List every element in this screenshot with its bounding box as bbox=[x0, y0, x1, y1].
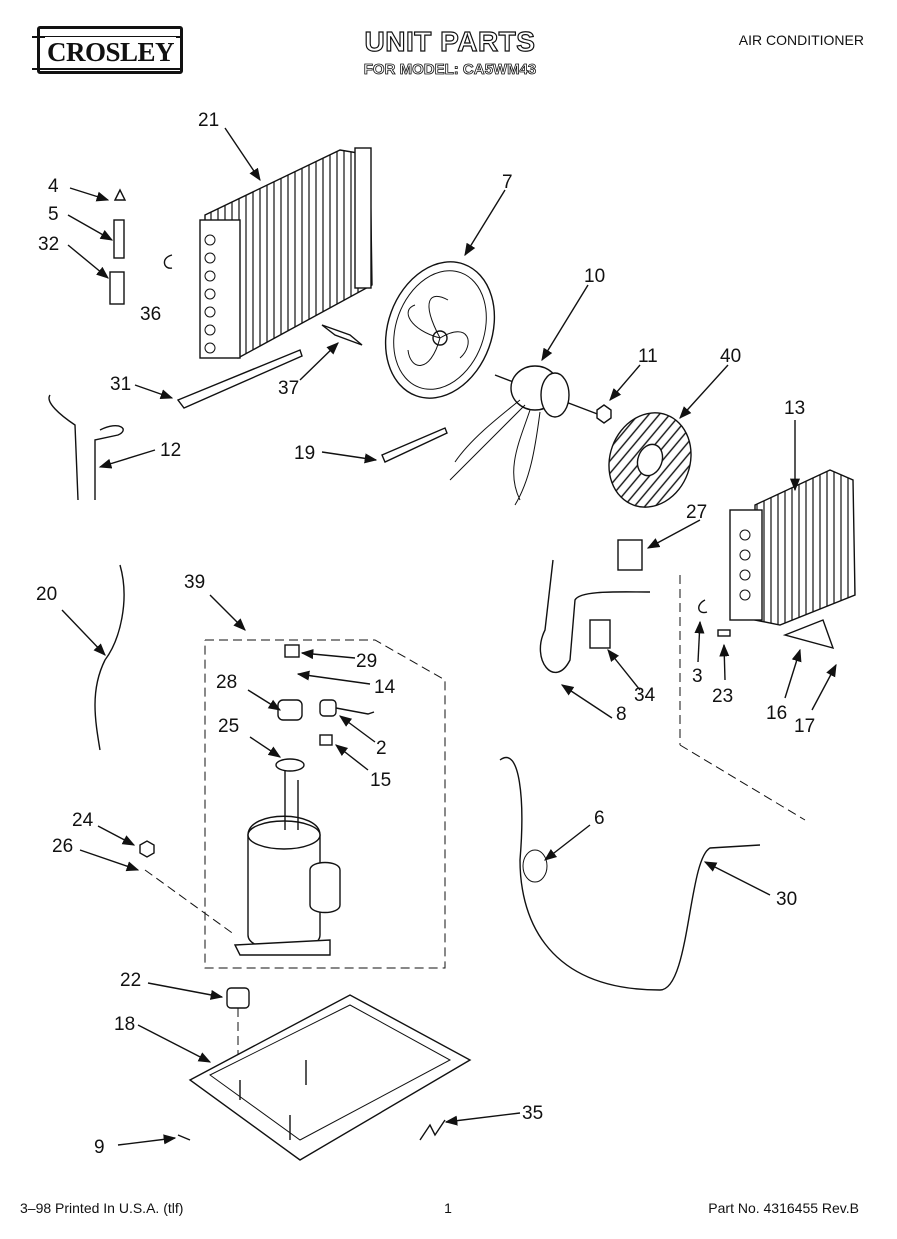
mounting-plate bbox=[275, 758, 305, 772]
mount-grommet bbox=[226, 987, 250, 1009]
drain-hose bbox=[48, 394, 124, 501]
compressor-group-box bbox=[204, 639, 446, 969]
callout-36: 36 bbox=[140, 304, 161, 325]
condenser-coil bbox=[199, 147, 373, 359]
callout-23: 23 bbox=[712, 686, 733, 707]
filter-pad bbox=[617, 539, 643, 571]
spring-clip bbox=[698, 599, 708, 614]
callout-24: 24 bbox=[72, 810, 94, 831]
heater-rod bbox=[176, 349, 303, 409]
callout-3: 3 bbox=[692, 666, 703, 687]
callout-39: 39 bbox=[184, 572, 205, 593]
page-title: UNIT PARTS bbox=[364, 25, 536, 57]
callout-15: 15 bbox=[370, 770, 391, 791]
callout-26: 26 bbox=[52, 836, 73, 857]
callout-13: 13 bbox=[784, 398, 805, 419]
callout-6: 6 bbox=[594, 808, 605, 829]
nut-24 bbox=[139, 840, 155, 858]
callout-10: 10 bbox=[584, 266, 605, 287]
footer-page-number: 1 bbox=[444, 1200, 452, 1216]
callout-27: 27 bbox=[686, 502, 707, 523]
callout-12: 12 bbox=[160, 440, 181, 461]
callout-20: 20 bbox=[36, 584, 57, 605]
model-line: FOR MODEL: CA5WM43 bbox=[363, 61, 537, 79]
leader-arrows bbox=[61, 127, 837, 1146]
overload-cap bbox=[284, 644, 300, 658]
fan-motor bbox=[449, 365, 601, 506]
grommet-ring bbox=[522, 849, 548, 883]
capillary-tube bbox=[539, 559, 651, 674]
clip bbox=[163, 254, 173, 269]
callout-31: 31 bbox=[110, 374, 131, 395]
callout-25: 25 bbox=[218, 716, 239, 737]
callout-17: 17 bbox=[794, 716, 815, 737]
evaporator-coil bbox=[729, 469, 856, 626]
callout-28: 28 bbox=[216, 672, 237, 693]
callout-9: 9 bbox=[94, 1137, 105, 1158]
drain-clip bbox=[419, 1119, 446, 1141]
compressor bbox=[233, 770, 341, 956]
nut bbox=[596, 404, 612, 424]
callout-34: 34 bbox=[634, 685, 656, 706]
wire-harness bbox=[94, 564, 125, 751]
footer-print-info: 3–98 Printed In U.S.A. (tlf) bbox=[20, 1200, 184, 1216]
callout-21: 21 bbox=[198, 110, 219, 131]
bushing bbox=[319, 734, 333, 746]
callout-8: 8 bbox=[616, 704, 627, 725]
callout-32: 32 bbox=[38, 234, 59, 255]
callout-14: 14 bbox=[374, 677, 396, 698]
callout-29: 29 bbox=[356, 651, 377, 672]
grommet bbox=[782, 619, 835, 650]
callout-4: 4 bbox=[48, 176, 59, 197]
suction-tube bbox=[499, 756, 761, 991]
callout-22: 22 bbox=[120, 970, 141, 991]
callout-30: 30 bbox=[776, 889, 797, 910]
callout-18: 18 bbox=[114, 1014, 135, 1035]
callout-2: 2 bbox=[376, 738, 387, 759]
bracket bbox=[321, 324, 363, 346]
callout-5: 5 bbox=[48, 204, 59, 225]
callout-19: 19 bbox=[294, 443, 315, 464]
callout-40: 40 bbox=[720, 346, 741, 367]
cushion-pad bbox=[589, 619, 611, 649]
callout-11: 11 bbox=[638, 346, 658, 367]
footer-part-number: Part No. 4316455 Rev.B bbox=[708, 1200, 859, 1216]
capillary-sleeve bbox=[113, 219, 125, 259]
fan-shroud bbox=[384, 261, 496, 399]
relay bbox=[319, 699, 337, 717]
capacitor bbox=[277, 699, 303, 721]
blower-wheel bbox=[608, 412, 692, 508]
callout-16: 16 bbox=[766, 703, 787, 724]
crosley-logo: CROSLEY bbox=[32, 26, 183, 74]
part-callouts: 21 4 5 32 36 7 10 11 40 13 31 37 12 19 2… bbox=[36, 110, 815, 1158]
screw bbox=[177, 1134, 191, 1141]
terminal bbox=[717, 629, 731, 637]
tie-strap bbox=[381, 427, 448, 463]
capillary-fitting bbox=[109, 271, 125, 305]
callout-37: 37 bbox=[278, 378, 299, 399]
base-pan bbox=[188, 994, 472, 1161]
category-label: AIR CONDITIONER bbox=[738, 32, 864, 48]
callout-35: 35 bbox=[522, 1103, 543, 1124]
thermostat-bulb-tip bbox=[113, 188, 127, 201]
callout-7: 7 bbox=[502, 172, 513, 193]
